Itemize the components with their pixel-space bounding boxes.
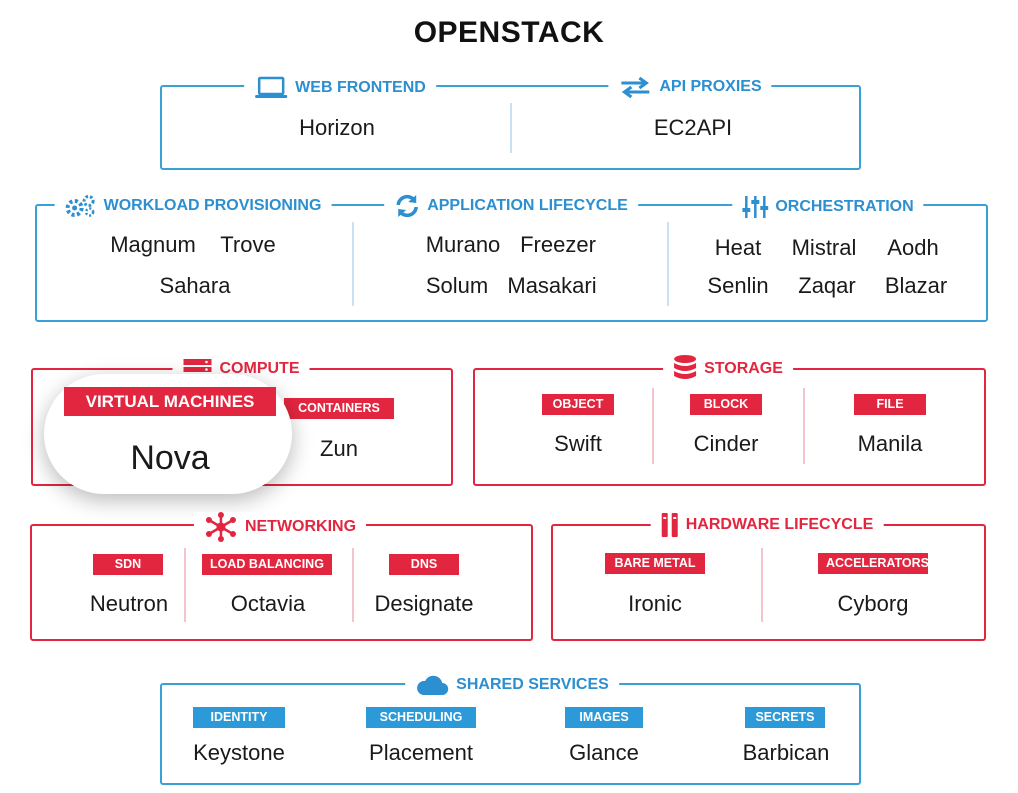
cloud-icon: [415, 673, 449, 697]
networking-heading: NETWORKING: [193, 512, 367, 542]
project-barbican: Barbican: [742, 740, 830, 765]
project-masakari: Masakari: [507, 273, 597, 298]
bare-metal-tag: BARE METAL: [605, 553, 705, 574]
workload-provisioning-label: WORKLOAD PROVISIONING: [103, 197, 322, 214]
project-freezer: Freezer: [520, 232, 596, 257]
shared-services-label: SHARED SERVICES: [456, 676, 609, 693]
compute-label: COMPUTE: [219, 360, 300, 377]
project-magnum: Magnum: [110, 232, 196, 257]
project-neutron: Neutron: [89, 591, 169, 616]
hardware-lifecycle-heading: HARDWARE LIFECYCLE: [650, 512, 884, 538]
dns-tag: DNS: [389, 554, 459, 575]
workload-provisioning-heading: WORKLOAD PROVISIONING: [54, 194, 332, 218]
secrets-tag: SECRETS: [745, 707, 825, 728]
provisioning-row-box: [35, 204, 988, 322]
sdn-tag: SDN: [93, 554, 163, 575]
orchestration-label: ORCHESTRATION: [775, 198, 914, 215]
orchestration-heading: ORCHESTRATION: [732, 195, 924, 219]
shared-services-box: [160, 683, 861, 785]
virtual-machines-tag: VIRTUAL MACHINES: [64, 387, 276, 416]
project-glance: Glance: [569, 740, 639, 765]
divider: [352, 548, 354, 622]
project-solum: Solum: [425, 273, 489, 298]
project-murano: Murano: [425, 232, 501, 257]
sliders-icon: [742, 195, 769, 219]
project-horizon: Horizon: [299, 115, 375, 140]
project-aodh: Aodh: [887, 235, 939, 260]
project-heat: Heat: [714, 235, 762, 260]
web-frontend-heading: WEB FRONTEND: [244, 76, 436, 100]
storage-box: [473, 368, 986, 486]
project-cinder: Cinder: [693, 431, 759, 456]
project-nova: Nova: [130, 439, 210, 477]
divider: [184, 548, 186, 622]
divider: [761, 548, 763, 622]
web-frontend-label: WEB FRONTEND: [295, 79, 426, 96]
containers-tag: CONTAINERS: [284, 398, 394, 419]
api-proxies-heading: API PROXIES: [608, 75, 772, 99]
project-designate: Designate: [374, 591, 474, 616]
networking-label: NETWORKING: [244, 518, 357, 535]
api-proxies-label: API PROXIES: [659, 78, 762, 95]
project-manila: Manila: [857, 431, 923, 456]
hardware-lifecycle-box: [551, 524, 986, 641]
load-balancing-tag: LOAD BALANCING: [202, 554, 332, 575]
divider: [352, 222, 354, 306]
hardware-lifecycle-label: HARDWARE LIFECYCLE: [685, 516, 874, 533]
storage-label: STORAGE: [704, 360, 783, 377]
project-keystone: Keystone: [193, 740, 285, 765]
project-placement: Placement: [369, 740, 473, 765]
frontend-proxies-box: [160, 85, 861, 170]
swap-arrows-icon: [618, 75, 652, 99]
project-zun: Zun: [320, 436, 358, 461]
storage-heading: STORAGE: [663, 354, 793, 384]
gears-icon: [65, 194, 97, 218]
project-ironic: Ironic: [628, 591, 682, 616]
project-trove: Trove: [220, 232, 276, 257]
object-tag: OBJECT: [542, 394, 614, 415]
shared-services-heading: SHARED SERVICES: [405, 673, 619, 697]
divider: [652, 388, 654, 464]
project-ec2api: EC2API: [653, 115, 733, 140]
laptop-icon: [254, 76, 288, 100]
accelerators-tag: ACCELERATORS: [818, 553, 929, 574]
network-icon: [204, 512, 238, 542]
project-sahara: Sahara: [159, 273, 231, 298]
project-cyborg: Cyborg: [837, 591, 909, 616]
hardware-icon: [661, 512, 679, 538]
project-blazar: Blazar: [884, 273, 948, 298]
divider: [667, 222, 669, 306]
project-swift: Swift: [554, 431, 602, 456]
scheduling-tag: SCHEDULING: [366, 707, 476, 728]
block-tag: BLOCK: [690, 394, 762, 415]
identity-tag: IDENTITY: [193, 707, 285, 728]
file-tag: FILE: [854, 394, 926, 415]
refresh-icon: [394, 194, 420, 218]
project-octavia: Octavia: [230, 591, 306, 616]
project-senlin: Senlin: [707, 273, 769, 298]
page-title: OPENSTACK: [413, 16, 605, 49]
project-mistral: Mistral: [791, 235, 857, 260]
database-icon: [673, 354, 697, 384]
application-lifecycle-heading: APPLICATION LIFECYCLE: [384, 194, 638, 218]
images-tag: IMAGES: [565, 707, 643, 728]
divider: [803, 388, 805, 464]
application-lifecycle-label: APPLICATION LIFECYCLE: [427, 197, 628, 214]
divider: [510, 103, 512, 153]
project-zaqar: Zaqar: [798, 273, 856, 298]
